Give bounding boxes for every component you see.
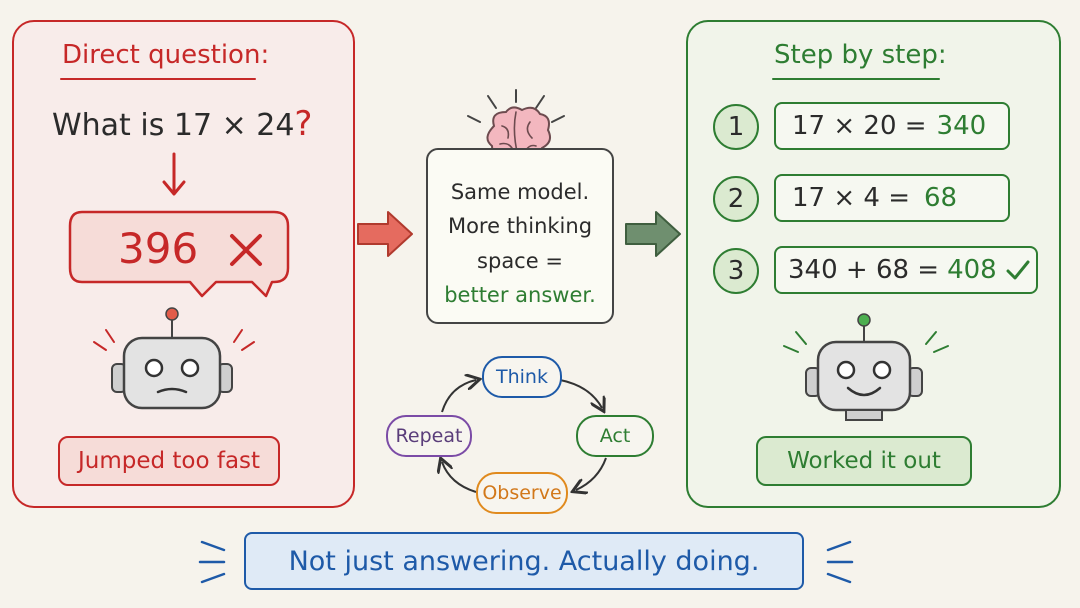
question-mark: ? (294, 104, 313, 144)
left-emphasis-lines (198, 540, 226, 584)
tagline-text: Not just answering. Actually doing. (288, 545, 760, 577)
heading-underline (60, 78, 256, 80)
thinking-line-2: More thinking (447, 214, 593, 238)
step-3-result: 408 (947, 255, 997, 285)
step-by-step-heading: Step by step: (774, 40, 947, 70)
thinking-space-box (426, 148, 614, 324)
cycle-arrows (380, 350, 607, 520)
cycle-repeat-label: Repeat (395, 425, 463, 447)
step-2-num: 2 (727, 184, 745, 214)
step-3-number: 3 (713, 248, 759, 294)
step-1-expr: 17 × 20 = (792, 111, 927, 141)
thinking-line-4: better answer. (444, 283, 596, 307)
green-right-arrow-icon (625, 211, 681, 257)
tagline-banner: Not just answering. Actually doing. (244, 532, 804, 590)
step-1-num: 1 (727, 112, 745, 142)
red-right-arrow-icon (357, 211, 413, 257)
thinking-line-1: Same model. (450, 180, 590, 204)
checkmark-icon (1006, 260, 1030, 280)
right-emphasis-lines (826, 540, 854, 584)
cycle-repeat: Repeat (386, 415, 472, 457)
jumped-too-fast-label: Jumped too fast (58, 436, 280, 486)
cycle-act: Act (576, 415, 654, 457)
step-2-box: 17 × 4 = 68 (774, 174, 1010, 222)
happy-robot-icon (783, 313, 949, 421)
thinking-line-3: space = (477, 249, 563, 273)
wrong-answer-value: 396 (118, 224, 199, 273)
down-arrow-icon (162, 152, 186, 196)
worked-it-out-text: Worked it out (787, 448, 941, 474)
step-1-number: 1 (713, 104, 759, 150)
step-3-expr: 340 + 68 = (788, 255, 940, 285)
step-1-box: 17 × 20 = 340 (774, 102, 1010, 150)
cycle-think-label: Think (496, 366, 548, 388)
step-1-result: 340 (936, 111, 987, 141)
cross-icon (230, 234, 262, 266)
jumped-too-fast-text: Jumped too fast (77, 448, 261, 474)
cycle-act-label: Act (599, 425, 631, 447)
direct-question-heading: Direct question: (62, 40, 270, 70)
question-text: What is 17 × 24? (52, 104, 312, 144)
step-3-num: 3 (727, 256, 745, 286)
sad-robot-icon (93, 307, 255, 410)
question-prefix: What is 17 × 24 (52, 108, 295, 143)
cycle-observe-label: Observe (482, 482, 562, 504)
step-2-result: 68 (924, 183, 958, 213)
cycle-think: Think (482, 356, 562, 398)
step-2-number: 2 (713, 176, 759, 222)
worked-it-out-label: Worked it out (756, 436, 972, 486)
step-3-box: 340 + 68 = 408 (774, 246, 1038, 294)
step-heading-underline (772, 78, 940, 80)
cycle-observe: Observe (476, 472, 568, 514)
answer-speech-bubble (68, 210, 290, 298)
step-2-expr: 17 × 4 = (792, 183, 910, 213)
